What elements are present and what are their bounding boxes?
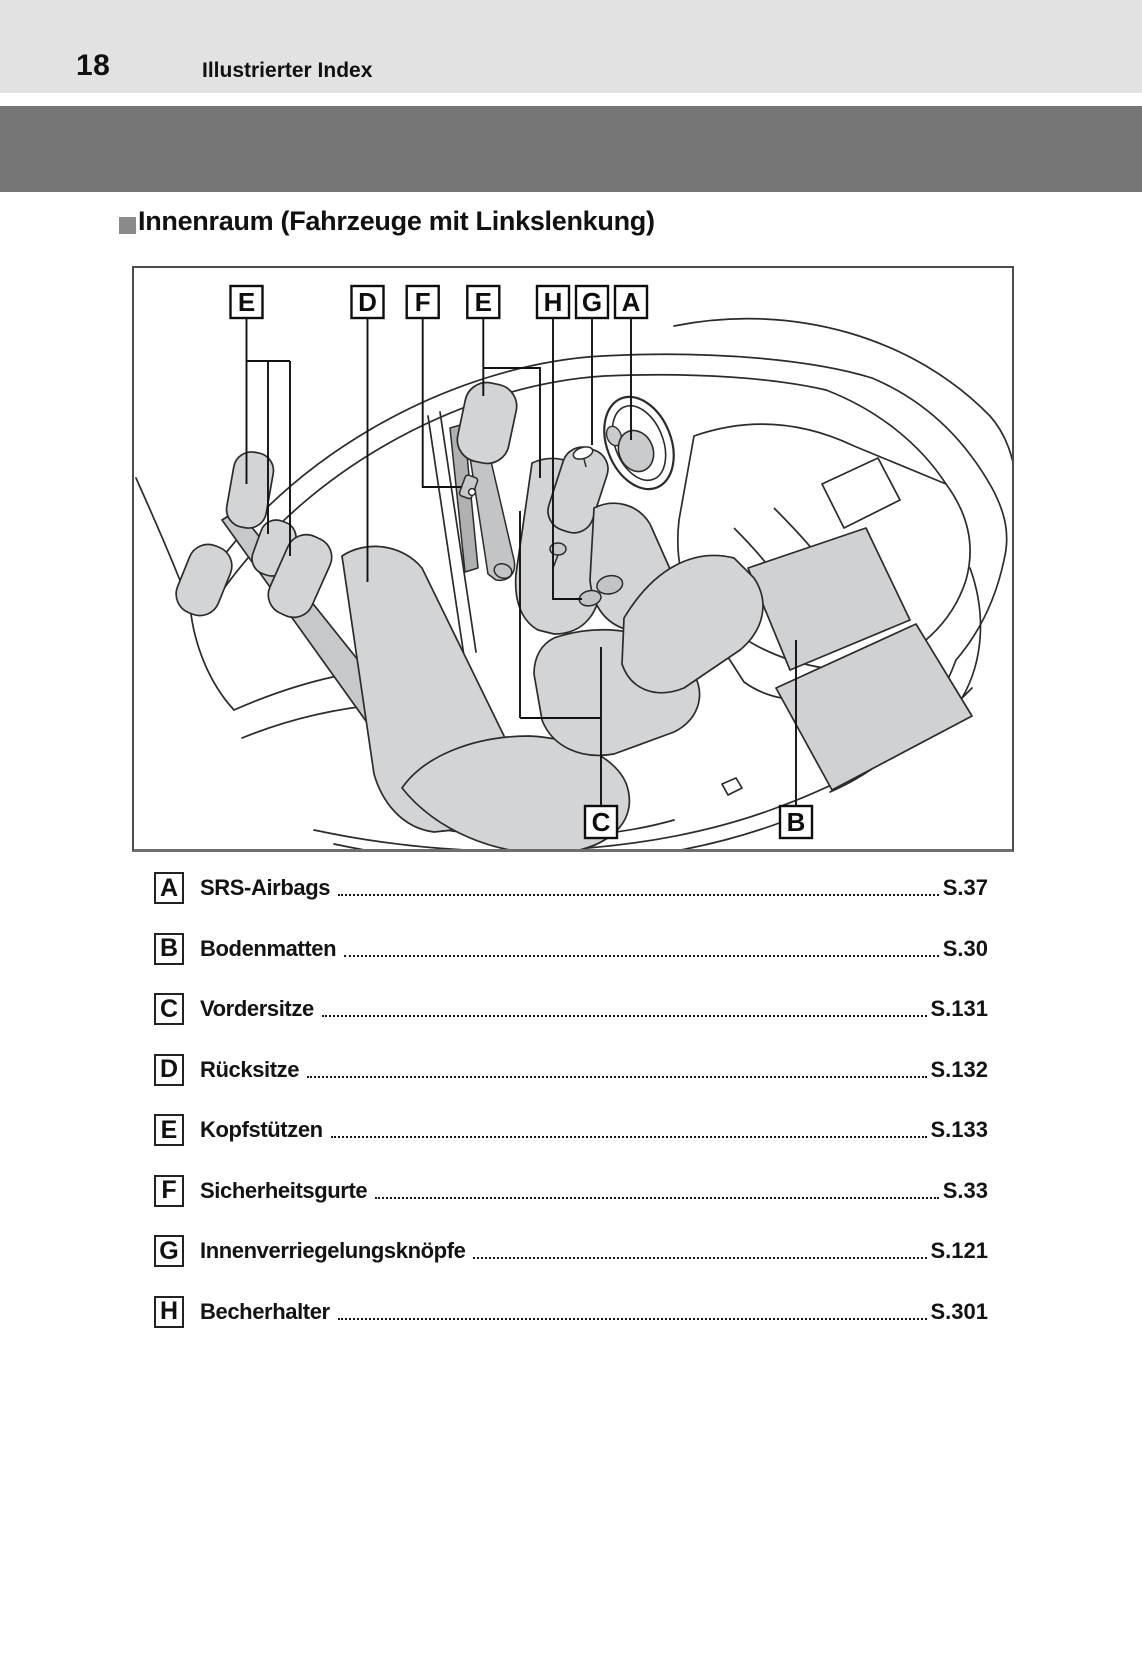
rear-seat-group [175, 451, 631, 849]
callout-box-b [778, 804, 814, 840]
callout-box-c [583, 804, 619, 840]
index-key: B [154, 932, 184, 965]
callout-box-a [613, 284, 649, 320]
callout-box-g [574, 284, 610, 320]
index-key: C [154, 993, 184, 1026]
dotted-leader [330, 1136, 927, 1139]
interior-diagram-frame: E D F E H G A C B [132, 266, 1014, 852]
index-label: Rücksitze [200, 1056, 300, 1082]
leader-lines [245, 318, 797, 806]
door-lock-knob [572, 446, 594, 468]
dotted-leader [307, 1075, 927, 1078]
steering-wheel [603, 395, 675, 491]
index-row-becherhalter: H Becherhalter S.301 [154, 1282, 988, 1343]
page-number: 18 [76, 49, 111, 82]
index-key: D [154, 1053, 184, 1086]
index-page-ref: S.301 [930, 1298, 989, 1324]
dash-display-screen [821, 457, 901, 529]
dotted-leader [375, 1196, 939, 1199]
illustrated-index-list: A SRS-Airbags S.37 B Bodenmatten S.30 C … [154, 858, 988, 1342]
index-row-srs-airbags: A SRS-Airbags S.37 [154, 858, 988, 919]
index-label: Vordersitze [200, 996, 314, 1022]
index-label: Sicherheitsgurte [200, 1177, 368, 1203]
rear-seat-cushion [401, 735, 631, 849]
dotted-leader [473, 1257, 927, 1260]
callout-letter: E [238, 287, 255, 317]
index-page-ref: S.121 [930, 1238, 989, 1264]
dotted-leader [337, 1317, 927, 1320]
index-label: Kopfstützen [200, 1117, 323, 1143]
callout-letter: H [544, 287, 563, 317]
callout-boxes-top: E D F E H G A [229, 284, 649, 320]
callout-box-f [405, 284, 440, 320]
front-seat-cushion-right [621, 554, 764, 694]
index-page-ref: S.133 [930, 1117, 989, 1143]
dotted-leader [321, 1015, 927, 1018]
index-key: F [154, 1174, 184, 1207]
index-page-ref: S.30 [942, 935, 988, 961]
index-label: Innenverriegelungsknöpfe [200, 1238, 466, 1264]
callout-box-d [350, 284, 385, 320]
callout-box-e-rear [229, 284, 264, 320]
rear-headrest-far [175, 543, 233, 617]
callout-box-e-front [466, 284, 501, 320]
section-title: Innenraum (Fahrzeuge mit Linkslenkung) [119, 204, 655, 238]
index-page-ref: S.33 [942, 1177, 988, 1203]
header-band: 18 Illustrierter Index [0, 0, 1142, 93]
index-row-innenverriegelungsknoepfe: G Innenverriegelungsknöpfe S.121 [154, 1221, 988, 1282]
index-page-ref: S.131 [930, 996, 989, 1022]
callout-letter: E [475, 287, 492, 317]
index-label: Becherhalter [200, 1298, 330, 1324]
front-floor-mat [747, 527, 911, 671]
header-title: Illustrierter Index [202, 59, 373, 82]
index-row-sicherheitsgurte: F Sicherheitsgurte S.33 [154, 1161, 988, 1222]
index-key: G [154, 1235, 184, 1268]
index-page-ref: S.132 [930, 1056, 989, 1082]
callout-letter: F [415, 287, 431, 317]
index-row-ruecksitze: D Rücksitze S.132 [154, 1040, 988, 1101]
section-title-text: Innenraum (Fahrzeuge mit Linkslenkung) [138, 206, 655, 236]
index-label: SRS-Airbags [200, 875, 331, 901]
index-row-bodenmatten: B Bodenmatten S.30 [154, 919, 988, 980]
section-bullet-square [119, 217, 136, 234]
dotted-leader [344, 954, 939, 957]
index-label: Bodenmatten [200, 935, 337, 961]
index-key: A [154, 872, 184, 905]
index-row-vordersitze: C Vordersitze S.131 [154, 979, 988, 1040]
driver-airbag-pad [617, 429, 655, 473]
index-key: H [154, 1295, 184, 1328]
rear-headrest-1 [225, 451, 275, 529]
index-key: E [154, 1114, 184, 1147]
callout-letter: A [622, 287, 641, 317]
rear-headrest-3 [267, 533, 333, 619]
cup-holders [578, 574, 624, 607]
dotted-leader [338, 894, 939, 897]
callout-boxes-bottom: C B [583, 804, 814, 840]
callout-letter: C [592, 807, 611, 837]
callout-letter: B [787, 807, 806, 837]
front-headrest-left [456, 381, 518, 465]
index-row-kopfstuetzen: E Kopfstützen S.133 [154, 1100, 988, 1161]
callout-box-h [535, 284, 571, 320]
chapter-banner [0, 106, 1142, 192]
side-floor-mat [775, 623, 973, 791]
front-seat-group [456, 381, 764, 757]
floor-mats [747, 527, 973, 791]
callout-letter: D [358, 287, 377, 317]
callout-letter: G [582, 287, 602, 317]
car-interior-illustration: E D F E H G A C B [135, 284, 1012, 849]
index-page-ref: S.37 [942, 875, 988, 901]
